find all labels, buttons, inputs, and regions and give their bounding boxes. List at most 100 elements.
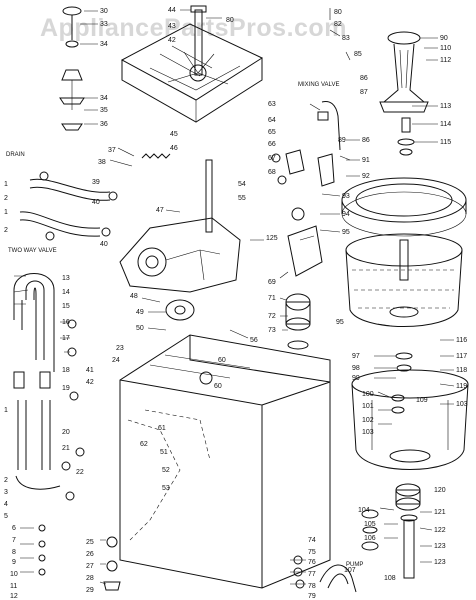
callout-64: 64 <box>268 117 276 124</box>
callout-49: 49 <box>136 309 144 316</box>
callout-50: 50 <box>136 325 144 332</box>
callout-40: 40 <box>100 241 108 248</box>
callout-41: 41 <box>86 367 94 374</box>
tub-seals-stack[interactable] <box>391 352 413 414</box>
callout-125: 125 <box>266 235 278 242</box>
callout-48: 48 <box>130 293 138 300</box>
callout-62: 62 <box>140 441 148 448</box>
callout-122: 122 <box>434 527 446 534</box>
pump-hose[interactable] <box>319 564 357 593</box>
callout-120: 120 <box>434 487 446 494</box>
callout-4: 4 <box>4 501 8 508</box>
cabinet-frame[interactable] <box>119 334 331 589</box>
callout-86: 86 <box>360 75 368 82</box>
callout-44: 44 <box>168 7 176 14</box>
callout-37: 37 <box>108 147 116 154</box>
clamp-set-left[interactable] <box>61 319 85 501</box>
callout-69: 69 <box>268 279 276 286</box>
agitator[interactable] <box>379 31 429 113</box>
hose-clamps[interactable] <box>39 171 118 241</box>
callout-9: 9 <box>12 559 16 566</box>
drain-hose-lower[interactable] <box>19 211 101 237</box>
callout-114: 114 <box>440 121 451 128</box>
callout-40a: 40 <box>92 199 100 206</box>
drive-shaft[interactable] <box>190 5 207 76</box>
callout-98: 98 <box>352 365 360 372</box>
callout-63: 63 <box>268 101 276 108</box>
callout-8: 8 <box>12 549 16 556</box>
callout-92: 92 <box>362 173 370 180</box>
callout-71: 71 <box>268 295 276 302</box>
brake-stack[interactable] <box>59 6 85 131</box>
callout-1b: 1 <box>4 209 8 216</box>
wiring-harness[interactable] <box>127 409 211 541</box>
pump-housing[interactable] <box>361 483 421 551</box>
callout-89: 89 <box>338 137 346 144</box>
caption-pump: PUMP <box>346 562 363 568</box>
callout-45: 45 <box>170 131 178 138</box>
callout-103: 103 <box>362 429 374 436</box>
callout-1: 1 <box>4 407 8 414</box>
callout-75: 75 <box>308 549 316 556</box>
callout-34a: 34 <box>100 41 108 48</box>
callout-72: 72 <box>268 313 276 320</box>
callout-53: 53 <box>162 485 170 492</box>
callout-23: 23 <box>116 345 124 352</box>
small-hardware-bottom-left[interactable] <box>38 524 121 591</box>
callout-34: 34 <box>100 95 108 102</box>
motor-pump-assembly[interactable] <box>285 225 323 350</box>
callout-51: 51 <box>160 449 168 456</box>
callout-95: 95 <box>342 229 350 236</box>
caption-mixing-valve: MIXING VALVE <box>298 82 339 88</box>
wash-tub-ring[interactable] <box>341 177 467 237</box>
fill-hoses[interactable] <box>13 273 61 490</box>
callout-87: 87 <box>360 89 368 96</box>
caption-two-way-valve: TWO WAY VALVE <box>8 248 57 254</box>
callout-67: 67 <box>268 155 276 162</box>
agitator-hardware[interactable] <box>397 117 415 156</box>
callout-88: 86 <box>362 137 370 144</box>
bracket-parts[interactable] <box>271 149 335 221</box>
callout-11: 11 <box>10 583 17 590</box>
brake-spring[interactable] <box>141 153 171 159</box>
wash-basket[interactable] <box>345 233 463 327</box>
callout-13: 13 <box>62 275 70 282</box>
callout-20: 20 <box>62 429 70 436</box>
base-plate[interactable] <box>120 23 264 123</box>
drain-hose-upper[interactable] <box>29 178 111 201</box>
callout-123: 123 <box>434 543 446 550</box>
callout-90: 90 <box>440 35 448 42</box>
callout-labels: 30 33 34 34 35 36 37 38 39 40 40 44 43 4… <box>4 7 468 600</box>
callout-117: 117 <box>456 353 467 360</box>
leader-lines <box>13 8 455 585</box>
callout-66: 66 <box>268 141 276 148</box>
callout-100: 100 <box>362 391 374 398</box>
mixing-valve[interactable] <box>317 101 341 151</box>
callout-107: 107 <box>344 567 356 574</box>
callout-12: 12 <box>10 593 18 600</box>
callout-43: 43 <box>168 23 176 30</box>
callout-104: 104 <box>358 507 370 514</box>
callout-25: 25 <box>86 539 94 546</box>
callout-78: 78 <box>308 583 316 590</box>
callout-27: 27 <box>86 563 94 570</box>
callout-42b: 42 <box>86 379 94 386</box>
callout-105: 105 <box>364 521 376 528</box>
pulley-assembly[interactable] <box>165 299 195 321</box>
callout-36: 36 <box>100 121 108 128</box>
callout-113: 113 <box>440 103 451 110</box>
callout-6: 6 <box>12 525 16 532</box>
callout-39: 39 <box>92 179 100 186</box>
drain-tube-right[interactable] <box>400 514 418 579</box>
transmission-gearcase[interactable] <box>119 159 241 293</box>
callout-14: 14 <box>62 289 70 296</box>
callout-7: 7 <box>12 537 16 544</box>
callout-15: 15 <box>62 303 70 310</box>
callout-68: 68 <box>268 169 276 176</box>
callout-24: 24 <box>112 357 120 364</box>
callout-101: 101 <box>362 403 374 410</box>
callout-81: 80 <box>226 17 234 24</box>
callout-121: 121 <box>434 509 446 516</box>
callout-1a: 1 <box>4 181 8 188</box>
